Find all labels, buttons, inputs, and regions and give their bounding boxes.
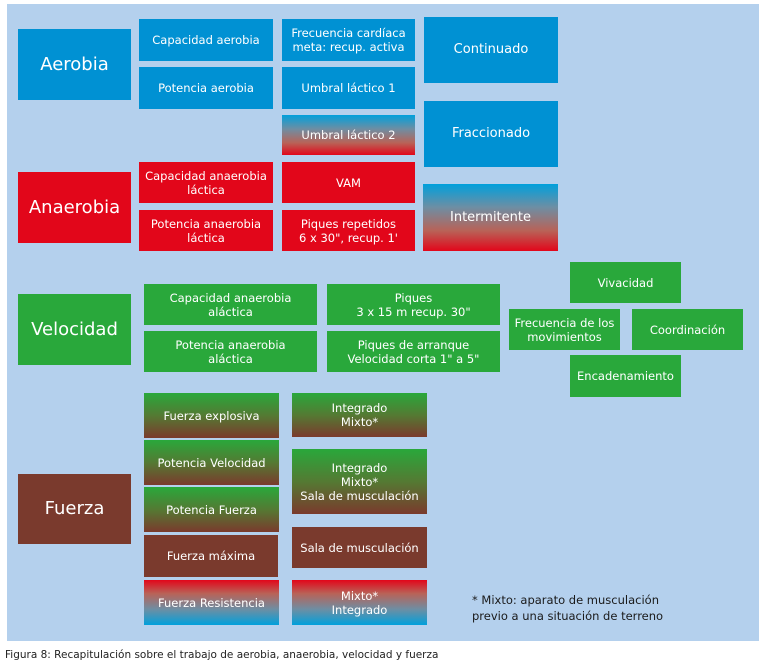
fuerza-explosiva-box: Fuerza explosiva bbox=[144, 393, 279, 438]
anaerobia-category-box: Anaerobia bbox=[18, 172, 131, 243]
piques-repetidos-box: Piques repetidos 6 x 30", recup. 1' bbox=[282, 210, 415, 251]
integrado-mixto-box: Integrado Mixto* bbox=[292, 393, 427, 437]
intermitente-box: Intermitente bbox=[423, 184, 558, 251]
vam-box: VAM bbox=[282, 162, 415, 203]
velocidad-category-box: Velocidad bbox=[18, 294, 131, 365]
capacidad-anaerobia-alactica-box: Capacidad anaerobia aláctica bbox=[144, 284, 317, 325]
umbral-lactico-1-box: Umbral láctico 1 bbox=[282, 67, 415, 109]
piques-3x15-box: Piques 3 x 15 m recup. 30" bbox=[327, 284, 500, 325]
integrado-mixto-sala-box: Integrado Mixto* Sala de musculación bbox=[292, 449, 427, 514]
potencia-fuerza-box: Potencia Fuerza bbox=[144, 487, 279, 532]
continuado-box: Continuado bbox=[424, 17, 558, 83]
fuerza-maxima-box: Fuerza máxima bbox=[144, 535, 278, 577]
figure-caption: Figura 8: Recapitulación sobre el trabaj… bbox=[5, 649, 439, 661]
footnote-mixto: * Mixto: aparato de musculación previo a… bbox=[472, 593, 664, 623]
aerobia-category-box: Aerobia bbox=[18, 29, 131, 100]
umbral-lactico-2-box: Umbral láctico 2 bbox=[282, 115, 415, 155]
frecuencia-movimientos-box: Frecuencia de los movimientos bbox=[509, 309, 620, 350]
capacidad-anaerobia-lactica-box: Capacidad anaerobia láctica bbox=[139, 162, 273, 203]
encadenamiento-box: Encadenamiento bbox=[570, 355, 681, 397]
frecuencia-cardiaca-box: Frecuencia cardíaca meta: recup. activa bbox=[282, 19, 415, 61]
potencia-velocidad-box: Potencia Velocidad bbox=[144, 440, 279, 485]
sala-de-musculacion-box: Sala de musculación bbox=[292, 527, 427, 568]
capacidad-aerobia-box: Capacidad aerobia bbox=[139, 19, 273, 61]
piques-de-arranque-box: Piques de arranque Velocidad corta 1" a … bbox=[327, 331, 500, 372]
coordinacion-box: Coordinación bbox=[632, 309, 743, 350]
potencia-aerobia-box: Potencia aerobia bbox=[139, 67, 273, 109]
mixto-integrado-box: Mixto* Integrado bbox=[292, 580, 427, 625]
fuerza-resistencia-box: Fuerza Resistencia bbox=[144, 580, 279, 625]
fraccionado-box: Fraccionado bbox=[424, 101, 558, 167]
vivacidad-box: Vivacidad bbox=[570, 262, 681, 303]
potencia-anaerobia-alactica-box: Potencia anaerobia aláctica bbox=[144, 331, 317, 372]
fuerza-category-box: Fuerza bbox=[18, 474, 131, 544]
potencia-anaerobia-lactica-box: Potencia anaerobia láctica bbox=[139, 210, 273, 251]
